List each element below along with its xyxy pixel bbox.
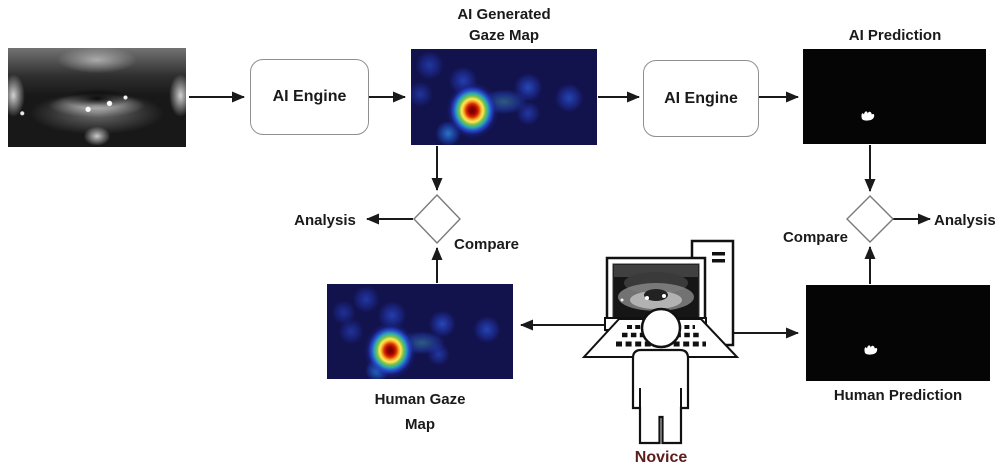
ai-engine-label: AI Engine [664, 89, 738, 107]
person-body [631, 348, 690, 445]
novice-label: Novice [634, 449, 688, 466]
human-gaze-map [327, 284, 513, 379]
human-gaze-map-title: Human Gaze Map [374, 391, 466, 433]
compare-diamond-left [413, 193, 461, 245]
compare-label-left: Compare [454, 236, 520, 253]
tower-slot [712, 252, 725, 256]
ai-prediction-image [803, 49, 986, 144]
novice-computer-figure [581, 239, 740, 445]
ai-engine-box-left: AI Engine [250, 59, 369, 135]
human-prediction-title: Human Prediction [833, 387, 963, 404]
analysis-label-left: Analysis [294, 212, 356, 229]
compare-diamond-right [846, 195, 894, 243]
tower-slot [712, 259, 725, 263]
flow-arrows [189, 91, 931, 339]
panoramic-xray-input [8, 48, 186, 147]
compare-label-right: Compare [782, 229, 848, 246]
ai-generated-gaze-map [411, 49, 597, 145]
ai-engine-label: AI Engine [272, 88, 347, 105]
ai-engine-box-right: AI Engine [643, 60, 759, 137]
analysis-label-right: Analysis [934, 212, 996, 229]
ai-prediction-title: AI Prediction [848, 27, 942, 44]
human-prediction-image [806, 285, 990, 381]
person-head [640, 307, 682, 349]
tooth-mask-blob [864, 345, 878, 355]
tooth-mask-blob [861, 111, 875, 121]
ai-gaze-map-title: AI Generated Gaze Map [457, 6, 551, 44]
